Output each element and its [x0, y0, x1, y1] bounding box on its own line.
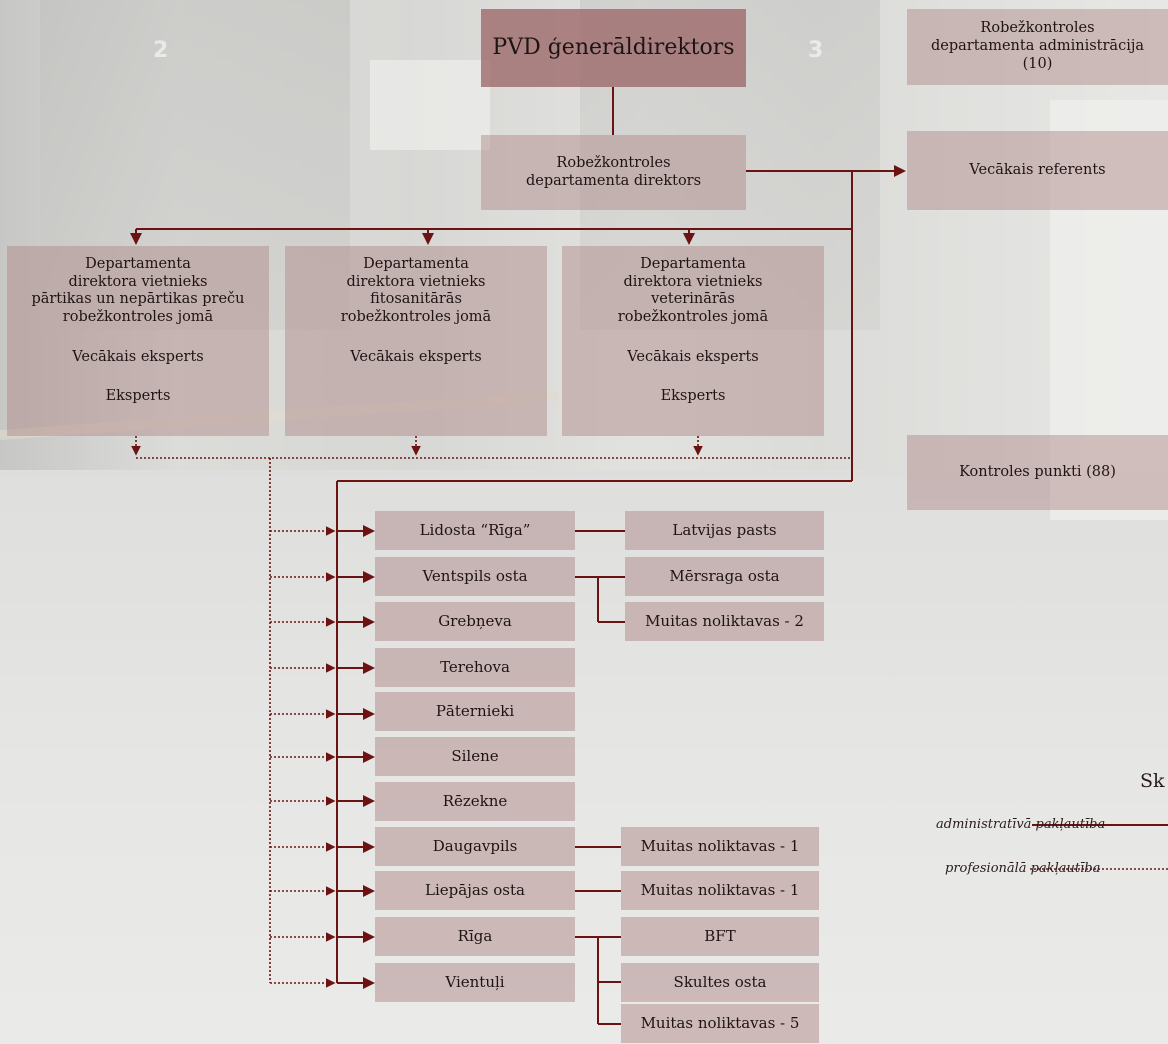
subpost-label: Skultes osta — [673, 973, 767, 992]
post-box: Ventspils osta — [375, 557, 575, 596]
legend-title: Sk — [1140, 770, 1165, 792]
deputy-line: Departamenta — [85, 256, 191, 272]
subpost-box: Latvijas pasts — [625, 511, 824, 550]
admin-line-3: (10) — [1022, 55, 1053, 72]
subpost-label: Muitas noliktavas - 1 — [640, 837, 800, 856]
post-label: Terehova — [440, 658, 510, 677]
post-label: Lidosta “Rīga” — [419, 521, 531, 540]
post-box: Rīga — [375, 917, 575, 956]
post-label: Pāternieki — [435, 702, 515, 721]
post-box: Pāternieki — [375, 692, 575, 731]
expert-label: Eksperts — [105, 388, 171, 405]
legend-prof-label: profesionālā pakļautība — [945, 861, 1101, 876]
deputy-line: veterinārās — [651, 291, 735, 308]
deputy-line: direktora vietnieks — [68, 273, 208, 290]
subpost-box: Mērsraga osta — [625, 557, 824, 596]
post-box: Silene — [375, 737, 575, 776]
legend-admin-label: administratīvā pakļautība — [936, 817, 1106, 832]
deputy-line: direktora vietnieks — [623, 273, 763, 290]
expert-label: Eksperts — [660, 388, 726, 405]
director-line-2: departamenta direktors — [525, 172, 702, 189]
deputy-box-phytosanitary: Departamenta direktora vietnieks fitosan… — [285, 246, 547, 436]
subpost-label: Muitas noliktavas - 1 — [640, 881, 800, 900]
post-box: Grebņeva — [375, 602, 575, 641]
senior-expert-label: Vecākais eksperts — [350, 348, 482, 365]
post-box: Lidosta “Rīga” — [375, 511, 575, 550]
deputy-line: pārtikas un nepārtikas preču — [31, 291, 245, 308]
post-label: Rīga — [457, 927, 493, 946]
subpost-label: BFT — [704, 927, 736, 946]
post-label: Silene — [451, 747, 499, 766]
post-box: Rēzekne — [375, 782, 575, 821]
deputy-line: fitosanitārās — [370, 291, 462, 308]
post-box: Terehova — [375, 648, 575, 687]
admin-line-2: departamenta administrācija — [931, 38, 1144, 55]
post-label: Daugavpils — [432, 837, 518, 856]
senior-referent-label: Vecākais referents — [969, 161, 1106, 178]
department-director-box: Robežkontroles departamenta direktors — [481, 135, 746, 210]
subpost-label: Latvijas pasts — [672, 521, 777, 540]
subpost-box: Muitas noliktavas - 1 — [621, 827, 819, 866]
deputy-line: direktora vietnieks — [346, 273, 486, 290]
deputy-line: Departamenta — [363, 256, 469, 272]
senior-referent-box: Vecākais referents — [907, 131, 1168, 210]
subpost-box: BFT — [621, 917, 819, 956]
general-director-label: PVD ģenerāldirektors — [492, 34, 735, 60]
post-label: Vientuļi — [445, 973, 505, 992]
deputy-line: Departamenta — [640, 256, 746, 272]
post-label: Ventspils osta — [422, 567, 528, 586]
director-line-1: Robežkontroles — [556, 154, 671, 171]
deputy-box-food: Departamenta direktora vietnieks pārtika… — [7, 246, 269, 436]
post-box: Liepājas osta — [375, 871, 575, 910]
subpost-box: Muitas noliktavas - 1 — [621, 871, 819, 910]
deputy-line: robežkontroles jomā — [62, 309, 214, 326]
post-box: Daugavpils — [375, 827, 575, 866]
senior-expert-label: Vecākais eksperts — [627, 348, 759, 365]
subpost-label: Muitas noliktavas - 5 — [640, 1014, 800, 1033]
subpost-box: Muitas noliktavas - 5 — [621, 1004, 819, 1043]
checkpoints-label: Kontroles punkti (88) — [959, 463, 1116, 480]
post-label: Grebņeva — [438, 612, 512, 631]
admin-box: Robežkontroles departamenta administrāci… — [907, 9, 1168, 85]
admin-line-1: Robežkontroles — [980, 20, 1095, 37]
subpost-box: Muitas noliktavas - 2 — [625, 602, 824, 641]
subpost-label: Mērsraga osta — [669, 567, 780, 586]
post-label: Rēzekne — [442, 792, 508, 811]
senior-expert-label: Vecākais eksperts — [72, 348, 204, 365]
checkpoints-box: Kontroles punkti (88) — [907, 435, 1168, 510]
subpost-box: Skultes osta — [621, 963, 819, 1002]
deputy-line: robežkontroles jomā — [617, 309, 769, 326]
post-label: Liepājas osta — [425, 881, 525, 900]
post-box: Vientuļi — [375, 963, 575, 1002]
general-director-box: PVD ģenerāldirektors — [481, 9, 746, 87]
deputy-line: robežkontroles jomā — [340, 309, 492, 326]
deputy-box-veterinary: Departamenta direktora vietnieks veterin… — [562, 246, 824, 436]
subpost-label: Muitas noliktavas - 2 — [645, 612, 804, 631]
